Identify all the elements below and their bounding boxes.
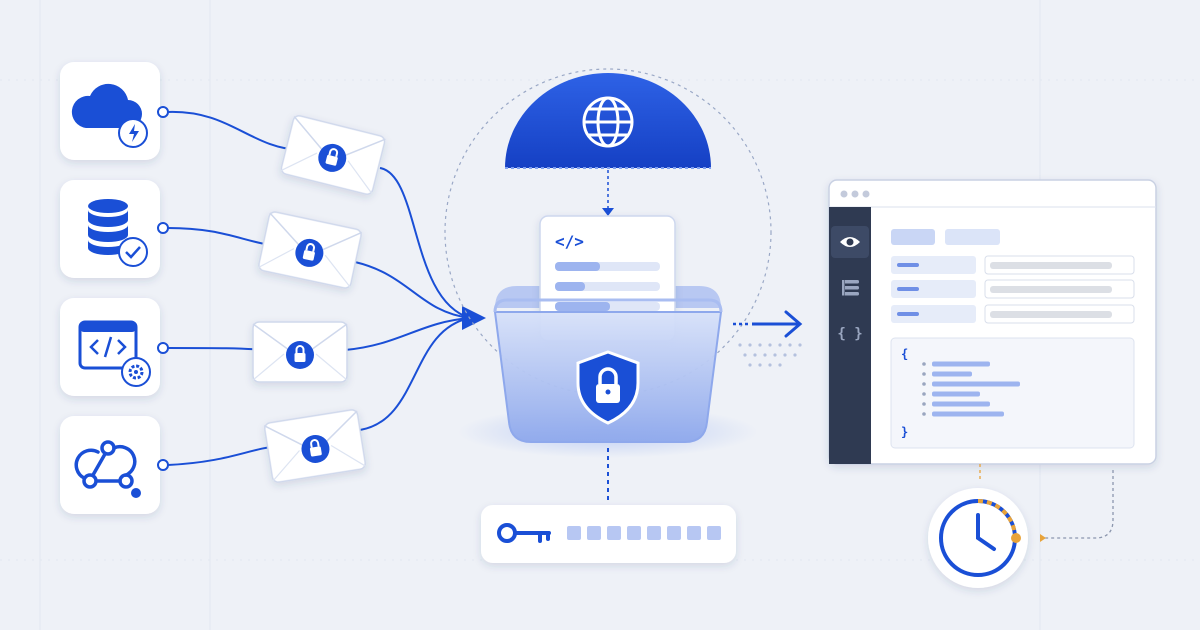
- key-icon: [497, 523, 551, 543]
- json-line: [922, 381, 1020, 387]
- timer: [928, 488, 1028, 588]
- json-preview: { }: [890, 337, 1135, 449]
- gear-badge-icon: [121, 357, 151, 387]
- json-line: [922, 391, 980, 397]
- json-open-brace: {: [901, 347, 908, 361]
- timer-connectors: [979, 464, 1114, 539]
- filter-chip-2[interactable]: [945, 229, 1000, 245]
- cloud-source[interactable]: [60, 62, 169, 160]
- masked-key-segment: [667, 526, 681, 540]
- encrypted-envelope-4: [263, 409, 367, 483]
- globe-icon: [582, 96, 634, 148]
- field-row: [891, 255, 1135, 275]
- json-line: [922, 371, 972, 377]
- output-arrow: [733, 310, 803, 367]
- masked-key-segment: [687, 526, 701, 540]
- encrypted-envelope-1: [280, 115, 386, 195]
- json-line: [922, 361, 990, 367]
- connector-dot: [157, 106, 169, 118]
- orbit-ring: [444, 68, 772, 396]
- cloud-icon: [71, 83, 142, 128]
- eye-icon[interactable]: [840, 237, 860, 247]
- masked-key-segment: [647, 526, 661, 540]
- lightning-badge-icon: [118, 118, 148, 148]
- filter-chip-1[interactable]: [891, 229, 935, 245]
- checkmark-badge-icon: [118, 237, 148, 267]
- braces-icon[interactable]: { }: [837, 326, 862, 342]
- code-document: </>: [539, 215, 676, 342]
- masked-key-segment: [707, 526, 721, 540]
- window-controls: [840, 190, 870, 198]
- encrypted-envelope-3: [252, 321, 348, 383]
- connector-dot: [157, 342, 169, 354]
- list-icon[interactable]: [841, 280, 859, 296]
- lock-icon: [301, 434, 330, 463]
- secure-bin: [493, 298, 723, 443]
- json-close-brace: }: [901, 425, 908, 439]
- shield-lock-icon: [576, 350, 640, 425]
- lock-icon: [295, 238, 324, 267]
- lock-icon: [286, 341, 314, 369]
- code-window-source[interactable]: [60, 298, 169, 396]
- json-line: [922, 401, 990, 407]
- document-code-label: </>: [555, 232, 584, 251]
- api-key-field[interactable]: [481, 505, 736, 563]
- clock-icon: [939, 499, 1021, 577]
- connector-dot: [157, 459, 169, 471]
- connector-dot: [157, 222, 169, 234]
- dome-arrow: [602, 208, 614, 216]
- data-viewer-window: { } { }: [828, 179, 1157, 465]
- json-line: [922, 411, 1004, 417]
- masked-key-segment: [567, 526, 581, 540]
- database-source[interactable]: [60, 180, 169, 278]
- masked-key-segment: [607, 526, 621, 540]
- code-window-icon: [78, 320, 138, 370]
- hub-entry-arrow: [462, 306, 486, 330]
- webhook-dot: [131, 488, 141, 498]
- field-row: [891, 279, 1135, 299]
- encrypted-envelope-2: [257, 211, 363, 289]
- field-row: [891, 304, 1135, 324]
- webhook-icon: [74, 440, 137, 489]
- lock-icon: [318, 143, 347, 172]
- globe-dome: [505, 73, 711, 169]
- masked-key-segment: [627, 526, 641, 540]
- masked-key-segment: [587, 526, 601, 540]
- masked-key-segments: [567, 526, 721, 540]
- source-connectors: [167, 110, 471, 466]
- database-icon: [88, 199, 128, 255]
- timer-arrow: [1040, 534, 1046, 542]
- webhook-source[interactable]: [60, 416, 169, 514]
